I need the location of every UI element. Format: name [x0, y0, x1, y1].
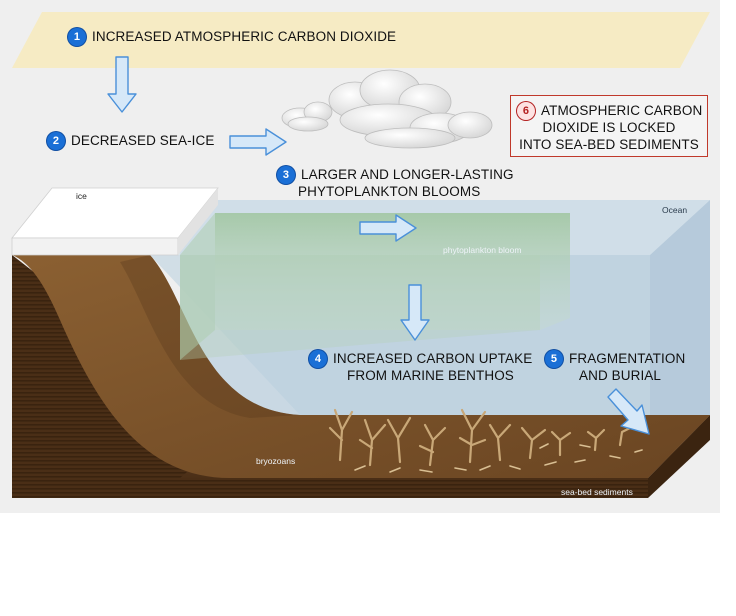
ice-side [178, 188, 218, 255]
clouds [281, 69, 493, 149]
bloom-side [180, 213, 215, 360]
step-5-line-2: AND BURIAL [579, 368, 662, 383]
step-4-badge: 4 [309, 350, 327, 369]
arrow-5-burial [607, 388, 650, 435]
step-4-label: 4 INCREASED CARBON UPTAKE [309, 350, 533, 369]
arrow-3-to-bloom [359, 214, 417, 242]
step-2-badge: 2 [47, 132, 65, 151]
step-3-badge: 3 [277, 166, 295, 185]
step-2-label: 2 DECREASED SEA-ICE [47, 132, 215, 151]
shelf-slope-shadow [120, 255, 300, 418]
step-3-line-1: LARGER AND LONGER-LASTING [301, 167, 514, 182]
flow-arrows [107, 56, 650, 435]
bryozoans-label: bryozoans [256, 456, 296, 466]
arrow-bloom-to-4 [400, 284, 430, 341]
bloom-label: phytoplankton bloom [443, 245, 522, 255]
ice-label: ice [76, 191, 87, 201]
bloom-front [180, 255, 540, 360]
step-6-line-2: DIOXIDE IS LOCKED [542, 120, 676, 135]
ocean-label: Ocean [662, 205, 688, 215]
step-6-line-3: INTO SEA-BED SEDIMENTS [519, 137, 699, 152]
ice-front [11, 237, 179, 256]
step-6-box [510, 95, 708, 157]
step-4-line-1: INCREASED CARBON UPTAKE [333, 351, 533, 366]
step-1-text: INCREASED ATMOSPHERIC CARBON DIOXIDE [92, 29, 397, 44]
sediments-label: sea-bed sediments [561, 487, 633, 497]
ocean-side [650, 200, 710, 415]
shelf-slope [12, 255, 710, 478]
step-3-label: 3 LARGER AND LONGER-LASTING [277, 166, 514, 185]
step-2-text: DECREASED SEA-ICE [71, 133, 215, 148]
step-4-line-2: FROM MARINE BENTHOS [347, 368, 514, 383]
step-6-badge: 6 [517, 102, 535, 121]
bryozoan-colonies [328, 408, 632, 467]
step-6-line-1: ATMOSPHERIC CARBON [541, 103, 703, 118]
step-5-line-1: FRAGMENTATION [569, 351, 686, 366]
bloom-volume [215, 213, 570, 330]
step-5-badge: 5 [545, 350, 563, 369]
bryozoan-fragments [354, 443, 643, 473]
atmosphere-band [12, 12, 710, 68]
arrow-1-to-2 [107, 56, 137, 113]
step-6-label: 6 ATMOSPHERIC CARBON [517, 102, 703, 121]
step-3-line-2: PHYTOPLANKTON BLOOMS [298, 184, 481, 199]
step-1-label: 1 INCREASED ATMOSPHERIC CARBON DIOXIDE [68, 28, 397, 47]
arrow-2-to-3 [229, 128, 287, 156]
step-5-label: 5 FRAGMENTATION [545, 350, 686, 369]
sediment-side [648, 415, 710, 498]
step-1-badge: 1 [68, 28, 86, 47]
